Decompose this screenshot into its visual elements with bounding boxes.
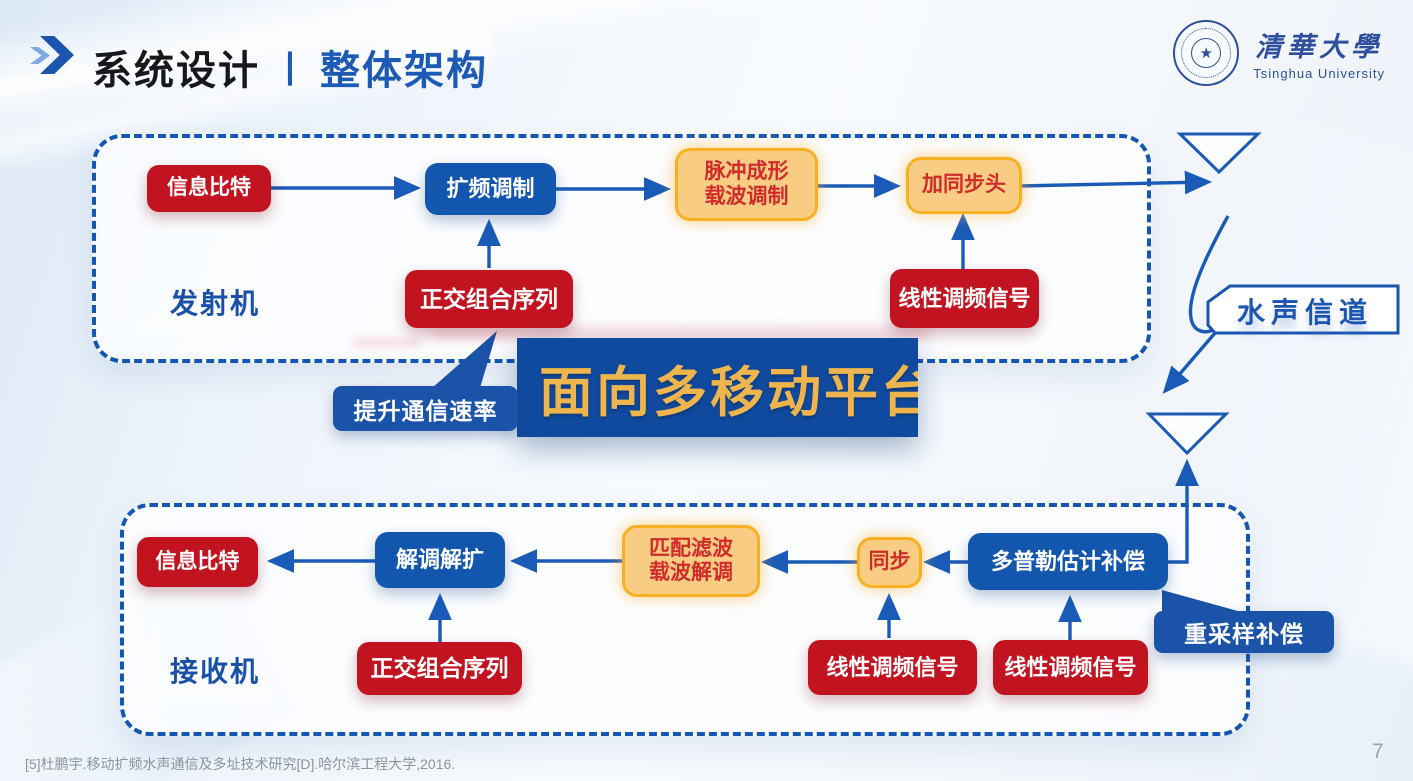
node-label: 正交组合序列 <box>370 655 509 682</box>
node-lfm-signal-rx2: 线性调频信号 <box>993 640 1148 695</box>
antenna-icon-receive <box>1145 412 1230 456</box>
node-lfm-signal-rx1: 线性调频信号 <box>808 640 977 695</box>
seal-ring <box>1181 28 1232 78</box>
chevron-icon <box>30 47 50 64</box>
node-label: 多普勒估计补偿 <box>990 548 1145 574</box>
node-label: 正交组合序列 <box>420 285 558 312</box>
node-add-sync-header: 加同步头 <box>906 157 1022 214</box>
node-label: 线性调频信号 <box>1004 654 1137 680</box>
logo-name-cn: 清華大學 <box>1255 32 1384 62</box>
banner-text-visible: 面向多移动平台 <box>539 363 918 423</box>
callout-improve-rate: 提升通信速率 <box>333 386 518 431</box>
node-ortho-sequence-rx: 正交组合序列 <box>357 642 522 695</box>
receiver-section-label: 接收机 <box>170 656 261 687</box>
logo-name-en: Tsinghua University <box>1253 66 1385 81</box>
node-label-line1: 匹配滤波 <box>649 536 733 560</box>
node-label: 解调解扩 <box>395 547 484 573</box>
seal-star-icon: ★ <box>1191 38 1222 68</box>
callout-label: 重采样补偿 <box>1184 621 1304 647</box>
node-sync: 同步 <box>857 537 922 588</box>
node-label: 线性调频信号 <box>826 654 959 680</box>
node-info-bits-tx: 信息比特 <box>147 165 271 212</box>
reference-citation: [5]杜鹏宇.移动扩频水声通信及多址技术研究[D].哈尔滨工程大学,2016. <box>25 756 456 772</box>
node-label: 信息比特 <box>167 176 251 200</box>
node-lfm-signal-tx: 线性调频信号 <box>890 269 1039 328</box>
arrow-channel-to-antenna2 <box>1162 331 1217 394</box>
node-ortho-sequence-tx: 正交组合序列 <box>405 270 573 328</box>
title-separator: 丨 <box>272 49 309 90</box>
node-label-line2: 载波解调 <box>649 561 733 584</box>
banner-text: 面向多移动平台设 <box>517 348 918 427</box>
university-logo: ★ 清華大學 Tsinghua University <box>1173 20 1385 86</box>
node-doppler-estimation-compensation: 多普勒估计补偿 <box>968 533 1168 590</box>
node-label: 扩频调制 <box>446 176 535 202</box>
node-demod-despread: 解调解扩 <box>375 532 505 588</box>
page-number: 7 <box>1372 740 1384 763</box>
title-main: 系统设计 <box>92 49 260 93</box>
node-label: 信息比特 <box>155 549 240 573</box>
node-label-line1: 脉冲成形 <box>704 160 789 184</box>
node-spread-modulation: 扩频调制 <box>425 163 556 215</box>
channel-label: 水声信道 <box>1236 296 1373 328</box>
node-label: 线性调频信号 <box>898 285 1031 311</box>
node-label: 加同步头 <box>922 173 1006 197</box>
banner: 面向多移动平台设 <box>517 338 918 437</box>
logo-text: 清華大學 Tsinghua University <box>1253 25 1385 81</box>
transmitter-section-label: 发射机 <box>170 288 261 319</box>
node-pulse-shaping-carrier-mod: 脉冲成形 载波调制 <box>675 148 818 221</box>
callout-label: 提升通信速率 <box>353 397 498 424</box>
node-info-bits-rx: 信息比特 <box>137 537 258 587</box>
title-subtitle: 整体架构 <box>320 49 489 93</box>
callout-resample-compensation: 重采样补偿 <box>1154 611 1334 653</box>
antenna-icon-transmit <box>1176 132 1262 175</box>
node-matched-filter-carrier-demod: 匹配滤波 载波解调 <box>622 525 760 597</box>
node-label-line2: 载波调制 <box>704 184 789 208</box>
page-title: 系统设计 丨 整体架构 <box>92 38 488 96</box>
node-label: 同步 <box>868 550 911 574</box>
university-seal-icon: ★ <box>1173 20 1240 86</box>
